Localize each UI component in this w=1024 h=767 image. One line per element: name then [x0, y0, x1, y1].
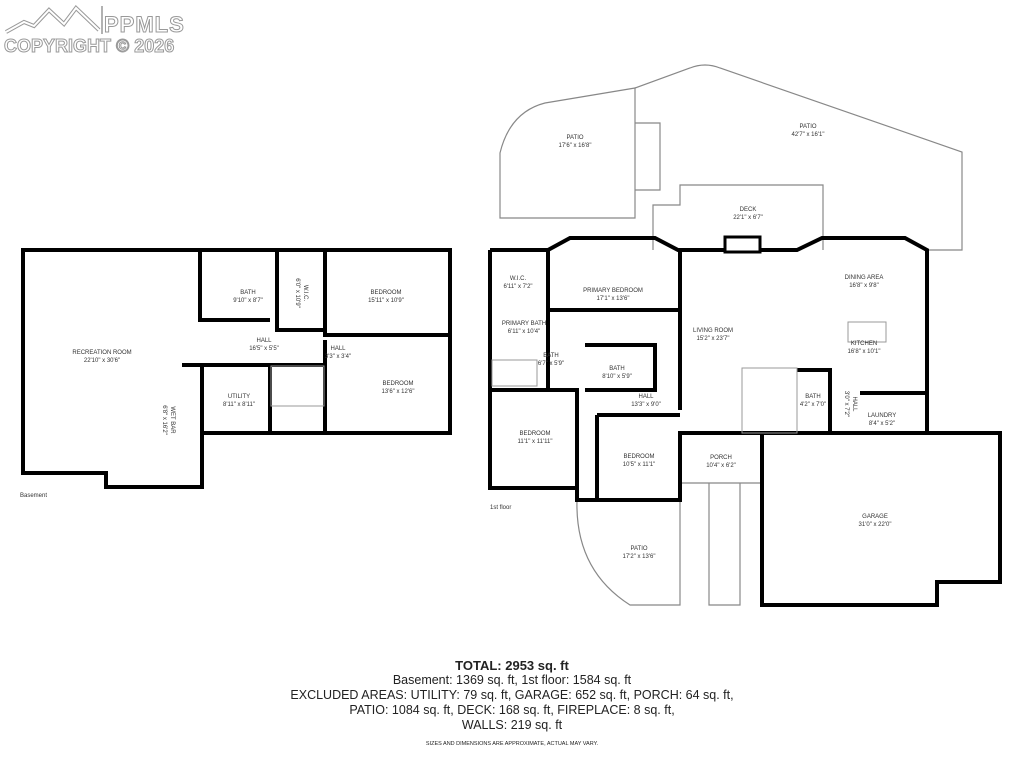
patio-outline [499, 87, 636, 219]
floor-areas: Basement: 1369 sq. ft, 1st floor: 1584 s… [392, 673, 632, 687]
room-label: W.I.C.6'11" x 7'2" [503, 276, 533, 290]
excluded-areas-line: PATIO: 1084 sq. ft, DECK: 168 sq. ft, FI… [349, 703, 675, 717]
total-area: TOTAL: 2953 sq. ft [455, 658, 569, 673]
basement-outer-wall [21, 248, 452, 489]
copyright-text: COPYRIGHT © 2026 [3, 36, 175, 57]
patio-outline [634, 64, 963, 251]
floor-name: Basement [20, 493, 48, 499]
excluded-areas-line: WALLS: 219 sq. ft [461, 718, 563, 732]
fireplace [723, 235, 762, 254]
brand-text: PPMLS [104, 12, 185, 38]
excluded-areas-line: EXCLUDED AREAS: UTILITY: 79 sq. ft, GARA… [290, 688, 734, 702]
walls [21, 235, 1002, 607]
patio-outline [576, 499, 681, 606]
disclaimer: SIZES AND DIMENSIONS ARE APPROXIMATE, AC… [425, 741, 599, 747]
room-label: W.I.C.6'0" x 10'9" [294, 278, 308, 308]
deck-outline [652, 184, 824, 250]
first-floor-outer-wall [490, 236, 1002, 607]
fixtures [270, 321, 887, 434]
outdoor-outlines [499, 64, 963, 606]
floor-name: 1st floor [490, 505, 512, 511]
mountain-logo-icon [5, 4, 103, 34]
